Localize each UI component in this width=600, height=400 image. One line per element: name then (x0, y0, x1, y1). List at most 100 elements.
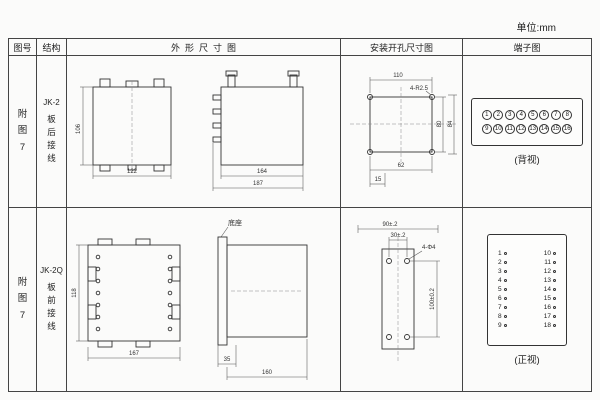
terminal-pair: 15 (544, 295, 556, 302)
dim-90: 90±.2 (382, 222, 398, 228)
note-4-phi4: 4-Φ4 (422, 245, 436, 251)
terminal-number: 2 (498, 259, 502, 266)
col-header-outline: 外形尺寸图 (67, 39, 341, 56)
outline-drawing-jk2q: 118 167 底座 35 (72, 218, 307, 380)
view-label-front: (正视) (514, 354, 540, 366)
terminal-pair-row: 8 17 (498, 313, 556, 320)
terminal-number: 15 (543, 295, 551, 302)
wiring-char: 板 (47, 281, 56, 292)
drawing-table: 图号 结构 外形尺寸图 安装开孔尺寸图 端子图 附 图 7 JK-2 板 后 接… (8, 38, 592, 392)
col-header-install: 安装开孔尺寸图 (341, 39, 463, 56)
terminal-dot (553, 306, 556, 309)
dim-100: 100±0.2 (430, 288, 436, 310)
terminal-circle: 8 (562, 109, 573, 120)
terminal-dot (553, 252, 556, 255)
terminal-pair: 11 (544, 259, 556, 266)
terminal-pair-row: 3 12 (498, 268, 556, 275)
terminal-dot (553, 279, 556, 282)
terminal-number: 9 (498, 322, 502, 329)
terminal-diagram-jk2q-cell: 1 10 2 11 3 12 4 13 (463, 208, 591, 391)
terminal-circle: 15 (550, 123, 561, 134)
terminal-pair: 10 (544, 250, 556, 257)
terminal-row-top: 1 2 3 4 5 6 7 8 (481, 109, 573, 120)
terminal-box-front: 1 10 2 11 3 12 4 13 (487, 233, 567, 346)
dim-30: 30±.2 (390, 233, 406, 239)
wiring-char: 板 (47, 113, 56, 124)
terminal-pair-row: 4 13 (498, 277, 556, 284)
dim-84: 84 (448, 120, 454, 127)
terminal-pair: 18 (544, 322, 556, 329)
wiring-char: 接 (47, 308, 56, 319)
wiring-char: 线 (47, 153, 56, 164)
terminal-dot (553, 288, 556, 291)
dim-80: 80 (437, 120, 443, 127)
terminal-number: 10 (543, 250, 551, 257)
structure-jk2: JK-2 板 后 接 线 (37, 56, 67, 208)
terminal-pair: 17 (544, 313, 556, 320)
terminal-dot (553, 270, 556, 273)
dim-15: 15 (374, 177, 381, 183)
figure-number-jk2: 附 图 7 (9, 56, 37, 208)
view-label-rear: (背视) (514, 154, 540, 166)
terminal-pair: 14 (544, 286, 556, 293)
dim-167: 167 (128, 351, 139, 357)
terminal-pair: 3 (498, 268, 507, 275)
dim-118: 118 (72, 288, 78, 298)
outline-drawing-jk2: 106 122 164 (76, 70, 303, 191)
outline-drawing-jk2-cell: 106 122 164 (67, 56, 341, 208)
terminal-circle: 11 (504, 123, 515, 134)
terminal-number: 14 (543, 286, 551, 293)
terminal-number: 12 (543, 268, 551, 275)
terminal-circle: 10 (493, 123, 504, 134)
terminal-number: 17 (543, 313, 551, 320)
dim-62: 62 (397, 163, 404, 169)
terminal-circle: 16 (562, 123, 573, 134)
terminal-pair: 6 (498, 295, 507, 302)
col-header-figure-no: 图号 (9, 39, 37, 56)
terminal-number: 13 (543, 277, 551, 284)
terminal-pair: 16 (544, 304, 556, 311)
terminal-number: 3 (498, 268, 502, 275)
terminal-number: 18 (543, 322, 551, 329)
terminal-dot (553, 297, 556, 300)
wiring-char: 后 (47, 127, 56, 138)
dim-160: 160 (261, 370, 272, 376)
terminal-dot (503, 297, 507, 300)
col-header-terminal: 端子图 (463, 39, 591, 56)
terminal-row-bottom: 9 10 11 12 13 14 15 16 (481, 123, 573, 134)
terminal-number: 6 (498, 295, 502, 302)
terminal-dot (503, 252, 507, 255)
terminal-dot (503, 306, 507, 309)
model-label: JK-2 (43, 98, 60, 108)
figure-char: 附 (17, 277, 28, 289)
install-drawing-jk2: 110 4-R2.5 80 84 62 (349, 73, 457, 187)
terminal-dot (503, 261, 507, 264)
terminal-circle: 5 (527, 109, 538, 120)
terminal-pair-row: 9 18 (498, 322, 556, 329)
dim-164: 164 (256, 169, 267, 175)
terminal-number: 4 (498, 277, 502, 284)
wiring-char: 接 (47, 140, 56, 151)
wiring-char: 前 (47, 295, 56, 306)
install-drawing-jk2q: 90±.2 30±.2 4-Φ4 100±0.2 (357, 222, 440, 361)
terminal-circle: 12 (516, 123, 527, 134)
figure-char: 附 (17, 109, 28, 121)
terminal-number: 1 (498, 250, 502, 257)
base-label: 底座 (228, 218, 242, 227)
terminal-number: 16 (543, 304, 551, 311)
terminal-circle: 14 (539, 123, 550, 134)
terminal-circle: 3 (504, 109, 515, 120)
terminal-number: 11 (544, 259, 551, 266)
terminal-circle: 7 (550, 109, 561, 120)
terminal-dot (503, 315, 507, 318)
terminal-dot (553, 261, 556, 264)
terminal-box-rear: 1 2 3 4 5 6 7 8 9 10 11 12 13 (471, 97, 583, 146)
structure-jk2q: JK-2Q 板 前 接 线 (37, 208, 67, 391)
terminal-number: 8 (498, 313, 502, 320)
col-header-structure: 结构 (37, 39, 67, 56)
terminal-number: 7 (498, 304, 502, 311)
terminal-dot (553, 315, 556, 318)
terminal-circle: 13 (527, 123, 538, 134)
figure-char: 图 (17, 293, 28, 305)
